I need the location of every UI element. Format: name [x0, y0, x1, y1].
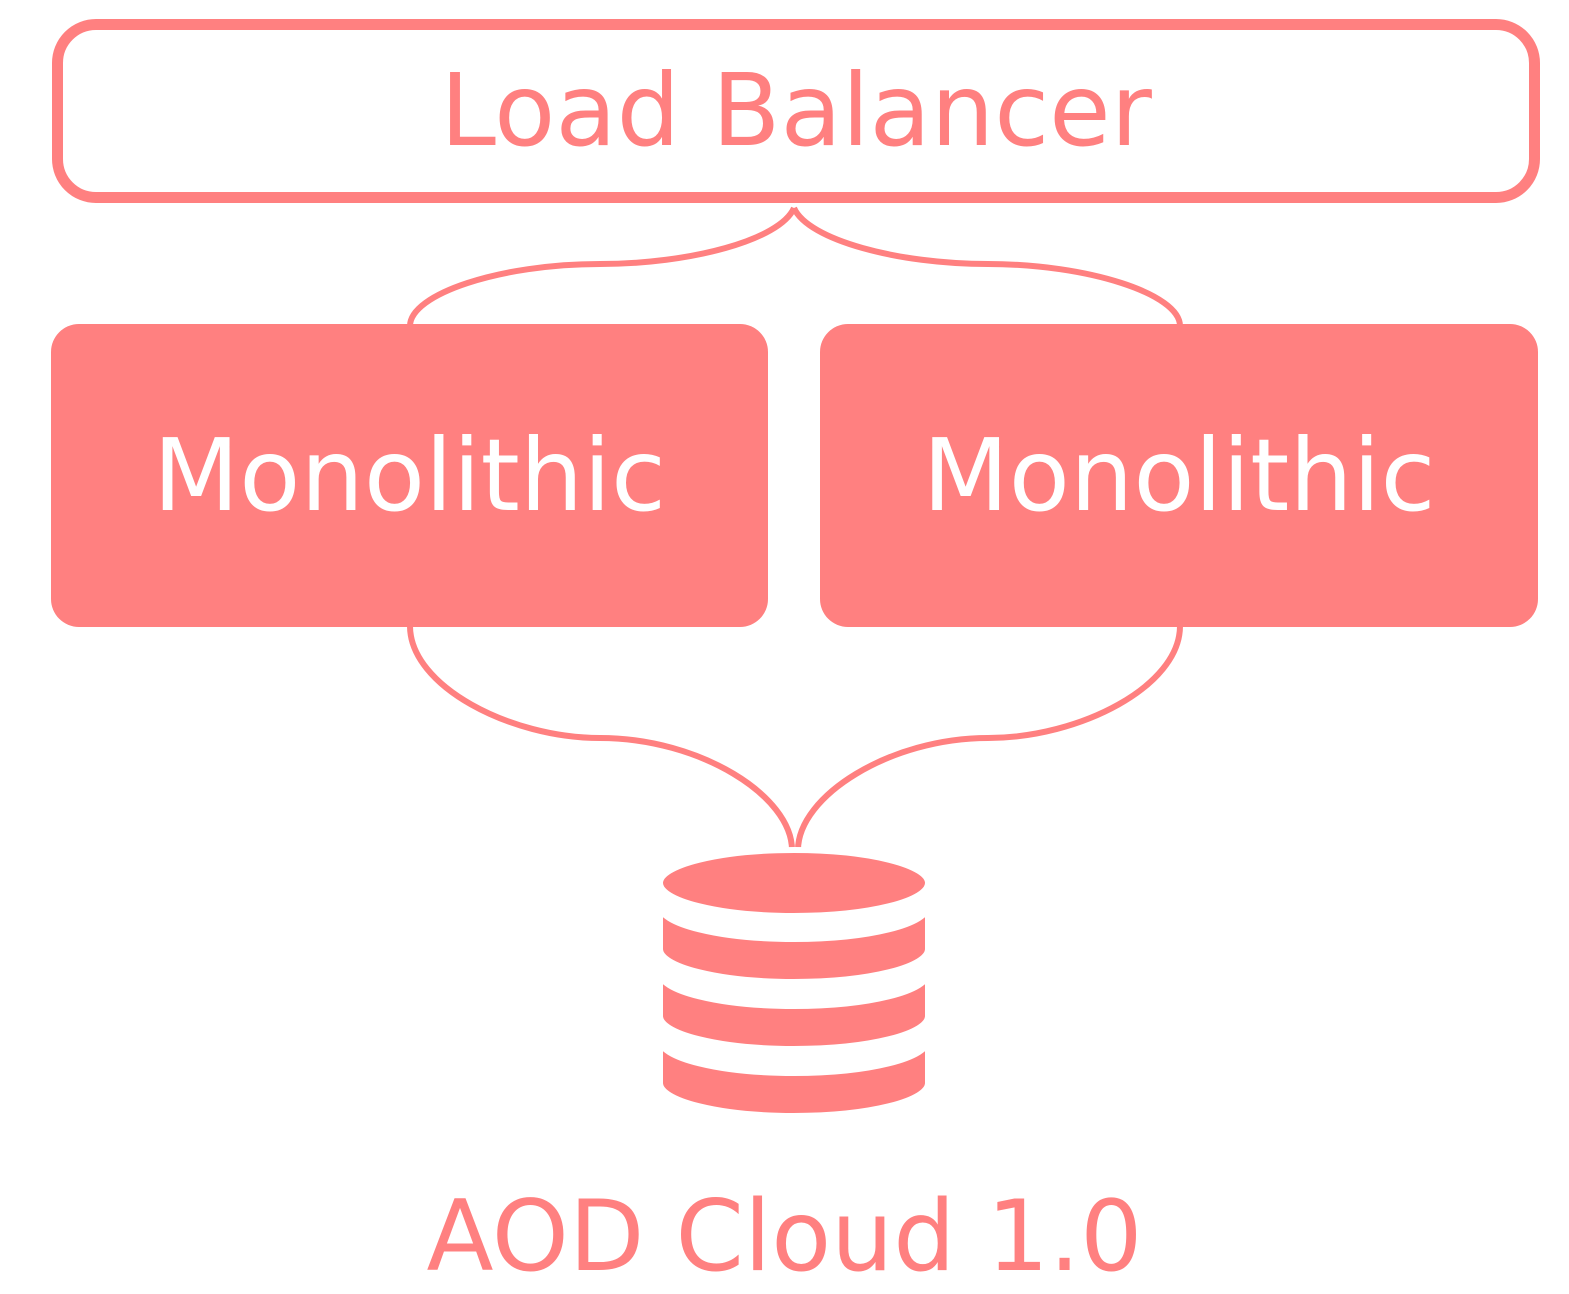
connector-left-to-db	[407, 625, 795, 851]
load-balancer-label: Load Balancer	[440, 52, 1152, 169]
connector-right-to-db	[795, 625, 1183, 851]
diagram-caption: AOD Cloud 1.0	[426, 1180, 1143, 1294]
connector-lb-to-left	[407, 206, 797, 327]
monolithic-box-right: Monolithic	[820, 324, 1538, 627]
monolithic-label-right: Monolithic	[922, 416, 1436, 534]
monolithic-label-left: Monolithic	[153, 416, 666, 534]
monolithic-box-left: Monolithic	[51, 324, 768, 627]
database-icon	[657, 847, 931, 1119]
connector-lb-to-right	[791, 206, 1183, 327]
load-balancer-box: Load Balancer	[52, 19, 1540, 203]
